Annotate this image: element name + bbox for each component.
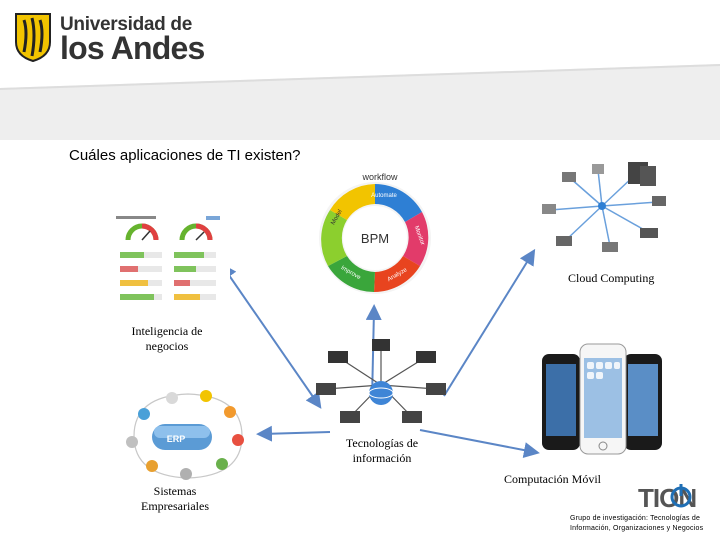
- header-divider: [0, 64, 720, 140]
- it-network-image: [316, 339, 446, 423]
- tion-logo-text: TION: [638, 483, 696, 512]
- arrow-to-cloud: [443, 248, 536, 397]
- bpm-segment-automate: Automate: [371, 193, 397, 199]
- tion-logo: TION: [638, 483, 697, 512]
- mobile-phones-image: [542, 343, 662, 455]
- logo-name-line1: Universidad de: [60, 14, 193, 35]
- bi-dashboard-image: [108, 212, 230, 316]
- erp-hub-diagram: ERP: [126, 390, 244, 480]
- slide-title: Cuáles aplicaciones de TI existen?: [69, 147, 301, 164]
- university-logo[interactable]: Universidad de los Andes: [14, 12, 214, 64]
- arrow-to-erp: [256, 425, 331, 442]
- label-business-intelligence: Inteligencia de negocios: [131, 324, 203, 353]
- shield-logo-icon: [15, 13, 51, 62]
- label-mobile-computing: Computación Móvil: [504, 472, 601, 486]
- bpm-center-label: BPM: [361, 231, 389, 246]
- bpm-workflow-label: workflow: [361, 172, 398, 182]
- erp-center-label: ERP: [167, 434, 186, 444]
- arrow-to-mobile: [419, 429, 540, 458]
- cloud-network-image: [542, 162, 666, 252]
- logo-name-line2: los Andes: [60, 30, 205, 66]
- bpm-cycle-diagram: workflow BPM Automate Monitor Analyze Im…: [319, 172, 431, 294]
- label-enterprise-systems: Sistemas Empresariales: [141, 484, 209, 513]
- arrow-to-bi: [220, 263, 322, 409]
- label-cloud-computing: Cloud Computing: [568, 271, 655, 285]
- label-information-technology: Tecnologías de información: [345, 436, 419, 465]
- research-group-text: Grupo de investigación: Tecnologías de I…: [570, 515, 704, 532]
